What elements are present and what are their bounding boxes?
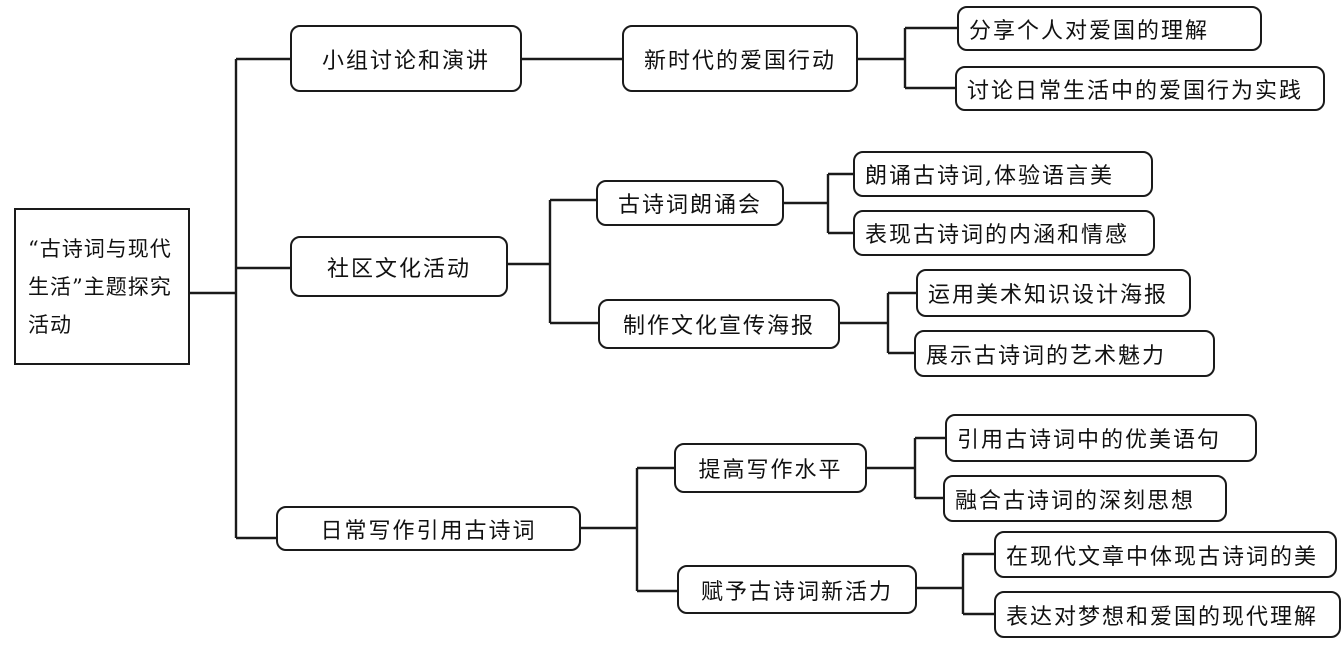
sub-node-1-1: 新时代的爱国行动 [622, 25, 858, 92]
leaf-3-1-1: 引用古诗词中的优美语句 [945, 414, 1257, 462]
sub-node-2-2: 制作文化宣传海报 [598, 299, 840, 349]
leaf-1-1-1: 分享个人对爱国的理解 [957, 6, 1262, 51]
connector-b2s2-fork [840, 291, 916, 355]
leaf-2-2-1: 运用美术知识设计海报 [916, 269, 1191, 317]
leaf-3-1-2: 融合古诗词的深刻思想 [943, 475, 1227, 522]
sub-node-2-1: 古诗词朗诵会 [596, 180, 784, 226]
connector-b2-fork [508, 198, 598, 325]
branch-node-1: 小组讨论和演讲 [290, 25, 522, 92]
connector-b3s1-fork [867, 436, 945, 500]
leaf-3-2-1: 在现代文章中体现古诗词的美 [994, 531, 1337, 578]
root-node: “古诗词与现代生活”主题探究活动 [14, 208, 190, 365]
leaf-3-2-2: 表达对梦想和爱国的现代理解 [994, 591, 1341, 638]
leaf-2-1-2: 表现古诗词的内涵和情感 [853, 210, 1155, 256]
connector-b3-fork [581, 466, 677, 593]
connector-b2s1-fork [784, 172, 853, 235]
leaf-2-1-1: 朗诵古诗词,体验语言美 [853, 151, 1153, 197]
root-label: “古诗词与现代生活”主题探究活动 [28, 236, 172, 337]
leaf-2-2-2: 展示古诗词的艺术魅力 [914, 330, 1215, 377]
branch-node-3: 日常写作引用古诗词 [276, 506, 581, 551]
leaf-1-1-2: 讨论日常生活中的爱国行为实践 [955, 66, 1325, 111]
connector-b1s1-fork [858, 26, 957, 90]
sub-node-3-1: 提高写作水平 [674, 443, 867, 493]
branch-node-2: 社区文化活动 [290, 236, 508, 297]
connector-b3s2-fork [917, 552, 994, 616]
sub-node-3-2: 赋予古诗词新活力 [677, 565, 917, 614]
